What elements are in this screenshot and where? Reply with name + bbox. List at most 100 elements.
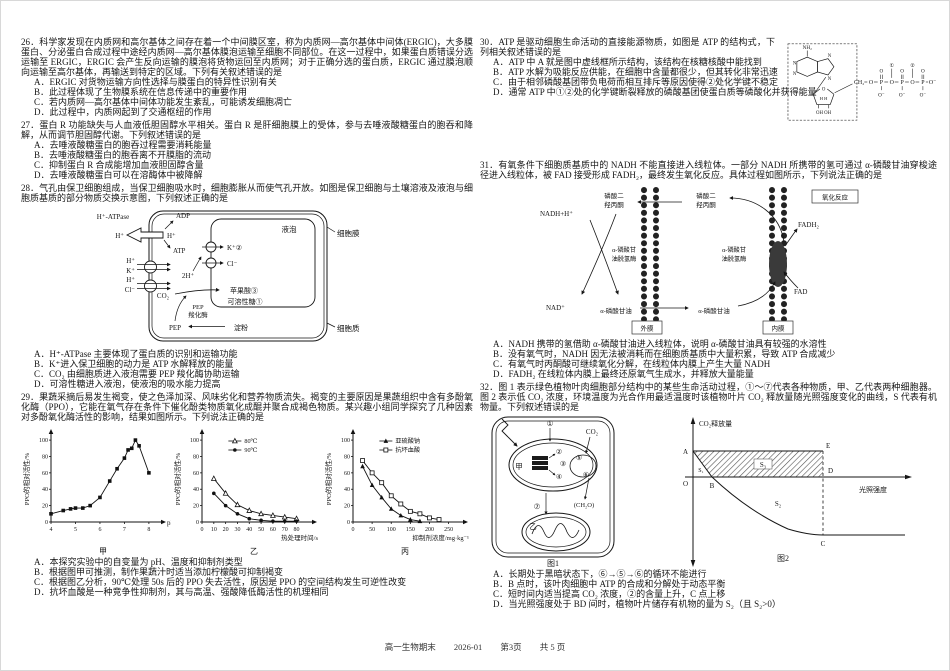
dhap-to-nad-arrow <box>581 213 617 295</box>
x-tick-label: 8 <box>147 527 150 533</box>
question-30-option-b: B．ATP 水解为吸能反应供能，在细胞中含量都很少，但其转化非常迅速 <box>493 67 778 77</box>
question-29-option-d: D．抗坏血酸是一种竞争性抑制剂，其与高温、强酸降低酶活性的机理相同 <box>34 587 329 597</box>
h-label: H⁺ <box>126 257 135 265</box>
co2-label: CO₂ <box>157 292 170 300</box>
substance-1-label: ① <box>547 419 554 428</box>
legend-label: 80℃ <box>244 438 257 445</box>
question-29: 29．果蔬采摘后易发生褐变，使之色泽加深、风味劣化和营养物质流失。褐变的主要原因… <box>21 392 473 597</box>
h-in-label: H⁺ <box>167 232 176 240</box>
point-d-label: D <box>828 467 833 475</box>
question-29-option-b: B．根据图甲可推测，制作果蔬汁时适当添加柠檬酸可抑制褐变 <box>34 567 284 577</box>
membrane-label: 细胞膜 <box>337 228 360 238</box>
question-29-stem: 29．果蔬采摘后易发生褐变，使之色泽加深、风味劣化和营养物质流失。褐变的主要原因… <box>21 392 473 422</box>
marker-triangle-filled <box>383 438 389 443</box>
marker-square-filled <box>129 446 134 451</box>
y-tick-label: 0 <box>196 520 199 526</box>
co2-label: CO₂ <box>586 428 599 436</box>
marker-square-filled <box>49 512 53 516</box>
bond-markers: ① ② <box>889 63 915 78</box>
y-tick-label: 100 <box>341 438 350 444</box>
x-axis-arrow <box>463 519 468 525</box>
o-atom: O <box>869 80 874 86</box>
o-minus: O⁻ <box>920 92 927 98</box>
dhap-left: 磷酸二 羟丙酮 <box>604 191 624 209</box>
phosphate-decorations: O O⁻ O O⁻ O O⁻ <box>878 69 926 99</box>
cl-label: Cl⁻ <box>125 286 136 294</box>
marker-triangle-open <box>246 507 253 513</box>
question-31-option-a: A．NADH 携带的氢借助 α-磷酸甘油进入线粒体，说明 α-磷酸甘油具有较强的… <box>493 339 827 349</box>
hatpase-label: H⁺-ATPase <box>97 213 129 221</box>
y-tick-label: 100 <box>39 438 48 444</box>
organelle-jia-label: 甲 <box>515 462 523 471</box>
marker-triangle-open <box>210 475 217 481</box>
y-tick-label: 80 <box>344 454 350 460</box>
ohoh-label: OH OH <box>816 111 832 116</box>
bond-2-label: ② <box>910 63 915 69</box>
y-axis-arrow-up <box>690 417 696 424</box>
question-26-option-b: B．此过程体现了生物膜系统在信息传递中的重要作用 <box>34 87 248 97</box>
starch-label: 淀粉 <box>234 323 248 332</box>
x-tick-label: 200 <box>425 527 434 533</box>
y-tick-label: 60 <box>193 471 199 477</box>
gdh-line1: α-磷酸甘 <box>612 246 636 254</box>
question-29-option-a: A．本探究实验中的自变量为 pH、温度和抑制剂类型 <box>34 557 243 567</box>
ch2o-label: (CH₂O) <box>574 502 594 509</box>
hh-label: H H <box>820 96 828 101</box>
marker-square-filled <box>81 506 85 510</box>
question-28-option-a: A．H⁺-ATPase 主要体现了蛋白质的识别和运输功能 <box>34 349 238 359</box>
question-27: 27．蛋白 R 功能缺失与人血液低胆固醇水平相关。蛋白 R 是肝细胞膜上的受体，… <box>21 120 473 180</box>
question-30-option-a: A．ATP 中 A 就是图中虚线框所示结构，该结构在核糖核酸中能找到 <box>493 57 762 67</box>
dhap-line2: 羟丙酮 <box>696 200 716 209</box>
question-28: 28．气孔由保卫细胞组成，当保卫细胞吸水时，细胞膨胀从而使气孔开放。如图是保卫细… <box>21 183 473 389</box>
s3-label-box <box>753 458 773 470</box>
substance-4-label: ④ <box>556 473 562 481</box>
marker-circle-filled <box>235 512 240 516</box>
n-atom: N <box>793 62 797 67</box>
page-footer: 高一生物期末 2026-01 第3页 共 5 页 <box>1 641 949 653</box>
o-minus: O⁻ <box>899 92 906 98</box>
substance-2-label: ② <box>556 448 562 456</box>
marker-triangle-open <box>222 489 229 496</box>
cl-in-label: Cl⁻ <box>227 260 238 268</box>
marker-square-filled <box>73 506 78 510</box>
co2-release-curve-chart: CO₂释放量 光照强度 A O B C D E S₁ S₃ S₂ 图2 <box>683 417 912 567</box>
question-28-option-c: C．CO₂ 由细胞质进入液泡需要 PEP 羧化酶协助运输 <box>34 369 240 379</box>
p-atom: P <box>921 80 925 86</box>
question-32: 32．图 1 表示绿色植物叶肉细胞部分结构中的某些生命活动过程，①～⑦代表各种物… <box>480 382 937 609</box>
pep-label: PEP <box>169 324 181 332</box>
nh2-label: NH₂ <box>803 45 812 51</box>
light-arrow <box>501 418 518 447</box>
marker-triangle-filled <box>408 517 413 522</box>
question-27-option-d: D．去唾液酸糖蛋白可以在溶酶体中被降解 <box>34 170 203 180</box>
k-in-label: K⁺② <box>227 244 242 252</box>
marker-triangle-open <box>231 437 238 444</box>
oxidation-box: 氧化反应 <box>811 189 859 204</box>
question-31-option-d: D．FADH₂ 在线粒体内膜上最终还原氧气生成水，并释放大量能量 <box>493 369 754 379</box>
question-31-option-c: C．有氧气时丙酮酸可继续氧化分解，在线粒体内膜上产生大量 NADH <box>493 359 771 369</box>
o-atom: O <box>822 88 826 93</box>
co2-curve <box>692 450 905 536</box>
series-line <box>50 439 150 515</box>
fadh2-label: FADH₂ <box>798 221 820 229</box>
vacuole-label: 液泡 <box>282 224 297 234</box>
cotransporter-hcl: H⁺ Cl⁻ <box>125 276 171 294</box>
nad-label: NAD⁺ <box>546 304 565 312</box>
co2-arrow <box>585 436 591 454</box>
figure-1-caption: 图1 <box>547 559 559 568</box>
marker-triangle-open <box>281 513 288 520</box>
y-tick-label: 20 <box>193 504 199 510</box>
cell-outline <box>148 210 328 342</box>
bond-1-label: ① <box>889 63 894 69</box>
point-e-label: E <box>826 442 830 450</box>
x-tick-label: 10 <box>211 527 217 533</box>
y-axis-arrow <box>48 429 54 434</box>
enzyme-to-dhap-arrow <box>729 196 785 243</box>
figure-q28-guard-cell: 液泡 H⁺-ATPase H⁺ H⁺ ADP ATP <box>61 205 473 347</box>
question-26-option-c: C．若内质网—高尔基体中间体功能发生紊乱，可能诱发细胞凋亡 <box>34 97 293 107</box>
marker-circle-filled <box>271 519 275 523</box>
h-out-label: H⁺ <box>115 232 124 240</box>
marker-triangle-filled <box>379 494 384 500</box>
fad-to-enzyme-arrow <box>783 271 799 289</box>
area-s2-label: S₂ <box>775 500 782 508</box>
